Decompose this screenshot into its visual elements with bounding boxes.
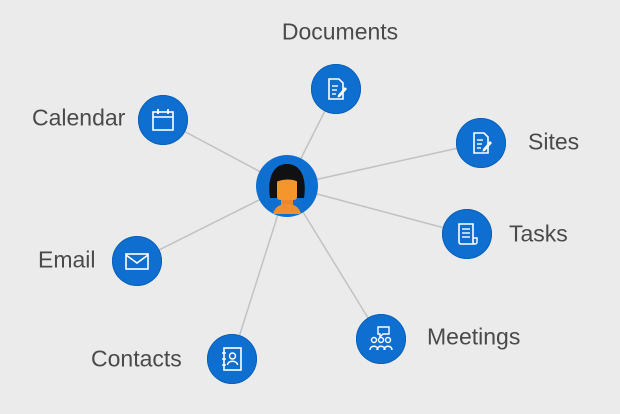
contact-book-icon — [222, 347, 242, 371]
sites-label: Sites — [528, 128, 580, 155]
avatar-graphic — [269, 164, 305, 214]
contacts-label: Contacts — [91, 345, 182, 372]
tasks-node[interactable] — [442, 209, 492, 259]
people-chat-icon — [369, 326, 393, 351]
link-sites — [286, 142, 482, 187]
sites-node[interactable] — [456, 118, 506, 168]
email-node[interactable] — [112, 236, 162, 286]
envelope-icon — [125, 253, 149, 270]
documents-label: Documents — [281, 18, 399, 45]
calendar-icon — [152, 109, 174, 131]
contacts-node[interactable] — [207, 334, 257, 384]
meetings-label: Meetings — [427, 323, 521, 350]
task-list-icon — [458, 223, 478, 245]
person-avatar-icon[interactable] — [256, 155, 318, 217]
email-label: Email — [38, 246, 96, 273]
document-edit-icon — [328, 78, 347, 100]
document-edit-icon — [473, 132, 492, 154]
tasks-label: Tasks — [509, 220, 568, 247]
calendar-node[interactable] — [138, 95, 188, 145]
calendar-label: Calendar — [32, 104, 126, 131]
meetings-node[interactable] — [356, 314, 406, 364]
link-tasks — [286, 185, 468, 235]
documents-node[interactable] — [311, 64, 361, 114]
